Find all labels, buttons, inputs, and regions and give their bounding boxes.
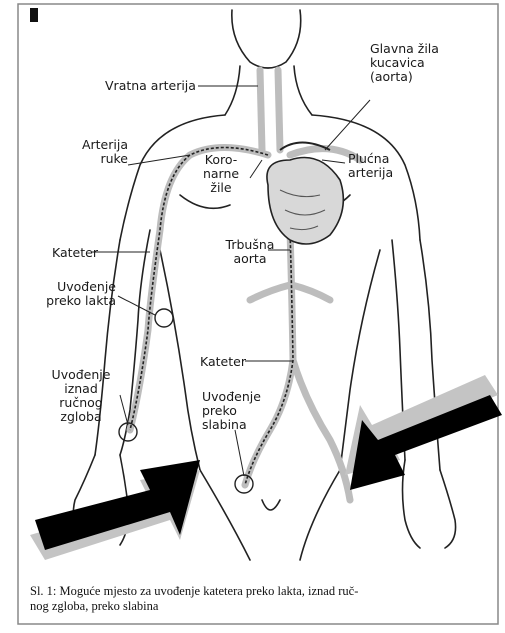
corner-mark <box>30 8 38 22</box>
caption-line2: nog zgloba, preko slabina <box>30 599 490 614</box>
label-pulmonary-line2: arterija <box>348 166 393 180</box>
label-aorta-line1: Glavna žila <box>370 42 439 56</box>
label-neck-artery: Vratna arterija <box>105 79 196 93</box>
label-wrist-line3: ručnog <box>46 396 116 410</box>
label-groin-line2: preko <box>202 404 261 418</box>
label-aorta: Glavna žila kucavica (aorta) <box>370 42 439 84</box>
label-aorta-line2: kucavica <box>370 56 439 70</box>
label-groin-line3: slabina <box>202 418 261 432</box>
label-catheter-arm: Kateter <box>52 246 98 260</box>
label-abdominal-line2: aorta <box>222 252 278 266</box>
label-coronary-line2: narne <box>198 167 244 181</box>
label-pulmonary: Plućna arterija <box>348 152 393 180</box>
label-abdominal-aorta: Trbušna aorta <box>222 238 278 266</box>
label-wrist-line1: Uvođenje <box>46 368 116 382</box>
label-catheter-body: Kateter <box>200 355 246 369</box>
label-wrist-insertion: Uvođenje iznad ručnog zgloba <box>46 368 116 424</box>
label-arm-artery-line2: ruke <box>60 152 128 166</box>
label-abdominal-line1: Trbušna <box>222 238 278 252</box>
label-elbow-line2: preko lakta <box>40 294 116 308</box>
label-aorta-line3: (aorta) <box>370 70 439 84</box>
label-arm-artery-line1: Arterija <box>60 138 128 152</box>
arrow-left <box>30 460 200 560</box>
label-coronary-line3: žile <box>198 181 244 195</box>
label-arm-artery: Arterija ruke <box>60 138 128 166</box>
arrow-right <box>345 375 502 490</box>
label-elbow-insertion: Uvođenje preko lakta <box>40 280 116 308</box>
figure-caption: Sl. 1: Moguće mjesto za uvođenje kateter… <box>30 584 490 614</box>
label-groin-line1: Uvođenje <box>202 390 261 404</box>
label-groin-insertion: Uvođenje preko slabina <box>202 390 261 432</box>
label-wrist-line4: zgloba <box>46 410 116 424</box>
heart-illustration <box>267 143 343 245</box>
label-pulmonary-line1: Plućna <box>348 152 393 166</box>
label-wrist-line2: iznad <box>46 382 116 396</box>
elbow-insertion-circle <box>155 309 173 327</box>
caption-line1: Sl. 1: Moguće mjesto za uvođenje kateter… <box>30 584 490 599</box>
label-coronary-line1: Koro- <box>198 153 244 167</box>
label-coronary: Koro- narne žile <box>198 153 244 195</box>
label-elbow-line1: Uvođenje <box>40 280 116 294</box>
